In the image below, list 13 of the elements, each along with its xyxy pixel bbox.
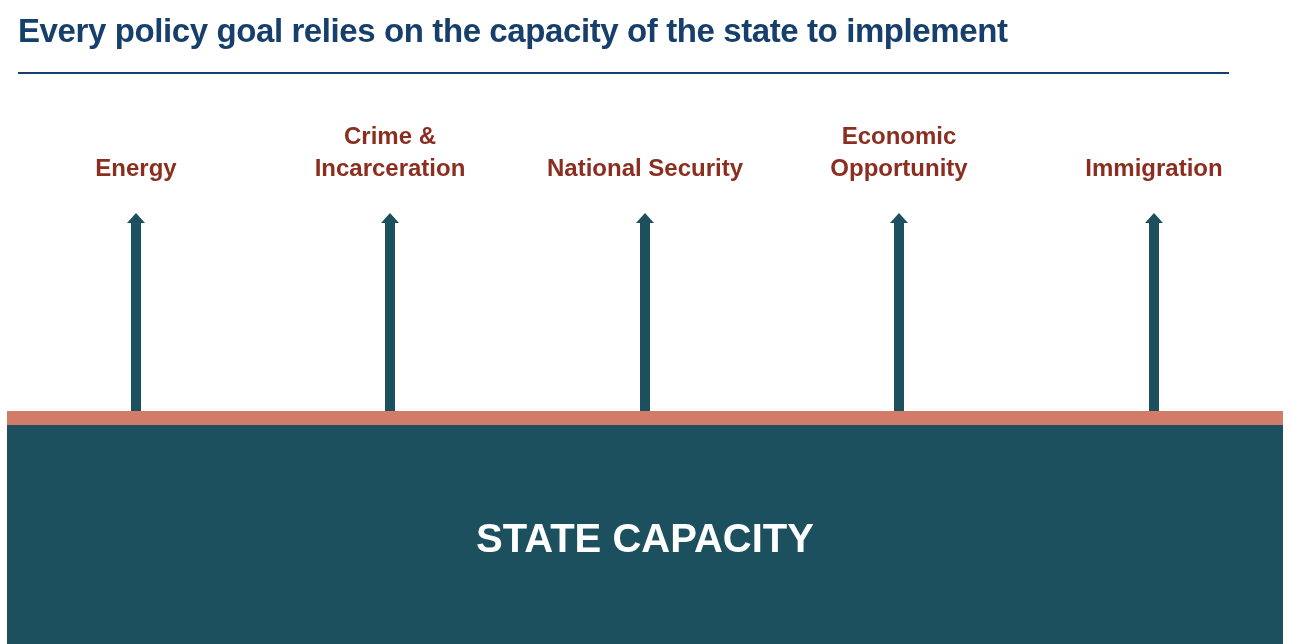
arrow: [1145, 212, 1163, 411]
policy-goal-label: Energy: [95, 153, 177, 183]
policy-goal-label: Crime & Incarceration: [313, 121, 467, 183]
arrow: [636, 212, 654, 411]
title: Every policy goal relies on the capacity of the state to implement: [18, 12, 1008, 50]
policy-goal-label: National Security: [546, 153, 744, 183]
arrow: [381, 212, 399, 411]
arrow: [127, 212, 145, 411]
arrow: [890, 212, 908, 411]
policy-goal-label: Economic Opportunity: [829, 121, 969, 183]
band-label: STATE CAPACITY: [476, 516, 814, 561]
policy-goal-label: Immigration: [1085, 153, 1223, 183]
state-capacity-band: [7, 411, 1283, 644]
